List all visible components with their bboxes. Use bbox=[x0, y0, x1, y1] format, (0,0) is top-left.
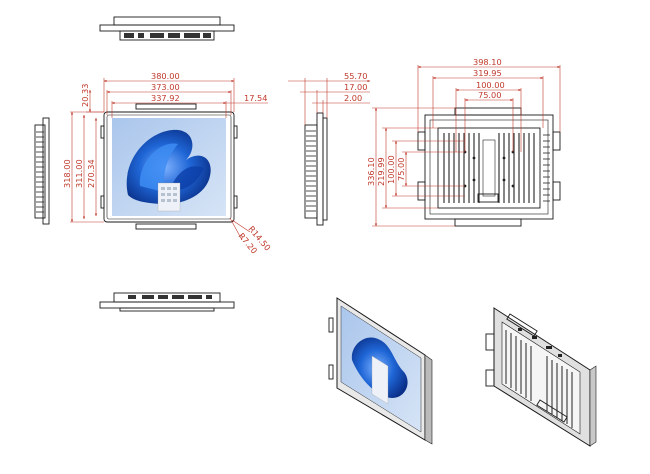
dim-width-373: 373.00 bbox=[151, 82, 180, 92]
dim-offset-17-54: 17.54 bbox=[244, 93, 267, 103]
top-view bbox=[99, 16, 235, 41]
front-height-dims: 318.00 311.00 270.34 bbox=[62, 111, 104, 223]
dim-top-20-33: 20.33 bbox=[80, 84, 90, 107]
front-view: 380.00 373.00 337.92 17.54 20.33 318.00 … bbox=[34, 71, 273, 256]
front-width-dims: 380.00 373.00 337.92 17.54 bbox=[103, 71, 268, 118]
dim-height-318: 318.00 bbox=[62, 159, 72, 188]
dim-width-380: 380.00 bbox=[151, 71, 180, 81]
dim-depth-55-70: 55.70 bbox=[344, 71, 367, 81]
dim-rear-h-219: 219.99 bbox=[376, 157, 386, 186]
dim-rear-100: 100.00 bbox=[476, 80, 505, 90]
dim-depth-17: 17.00 bbox=[344, 82, 367, 92]
rear-view: 398.10 319.95 100.00 75.00 336.10 219.99… bbox=[366, 57, 561, 227]
dim-rear-h-336: 336.10 bbox=[366, 157, 376, 186]
dim-rear-h-75: 75.00 bbox=[396, 158, 406, 181]
dim-height-270: 270.34 bbox=[86, 159, 96, 188]
front-top-offset-dim: 20.33 bbox=[80, 84, 104, 113]
screen bbox=[112, 118, 226, 216]
dim-width-337: 337.92 bbox=[151, 93, 180, 103]
dim-depth-2: 2.00 bbox=[344, 93, 362, 103]
corner-radius-callouts: R14.50 R7.20 bbox=[229, 217, 273, 256]
dim-rear-319: 319.95 bbox=[473, 68, 502, 78]
dim-height-311: 311.00 bbox=[74, 159, 84, 188]
dim-rear-75: 75.00 bbox=[478, 90, 501, 100]
bottom-view bbox=[99, 292, 235, 312]
perspective-front bbox=[328, 297, 433, 445]
windows-bloom-wallpaper bbox=[126, 129, 211, 205]
dim-rear-h-100: 100.00 bbox=[386, 155, 396, 184]
left-side-profile bbox=[34, 117, 50, 225]
side-view: 55.70 17.00 2.00 bbox=[288, 71, 371, 226]
perspective-rear bbox=[485, 307, 597, 447]
dim-rear-398: 398.10 bbox=[473, 57, 502, 67]
